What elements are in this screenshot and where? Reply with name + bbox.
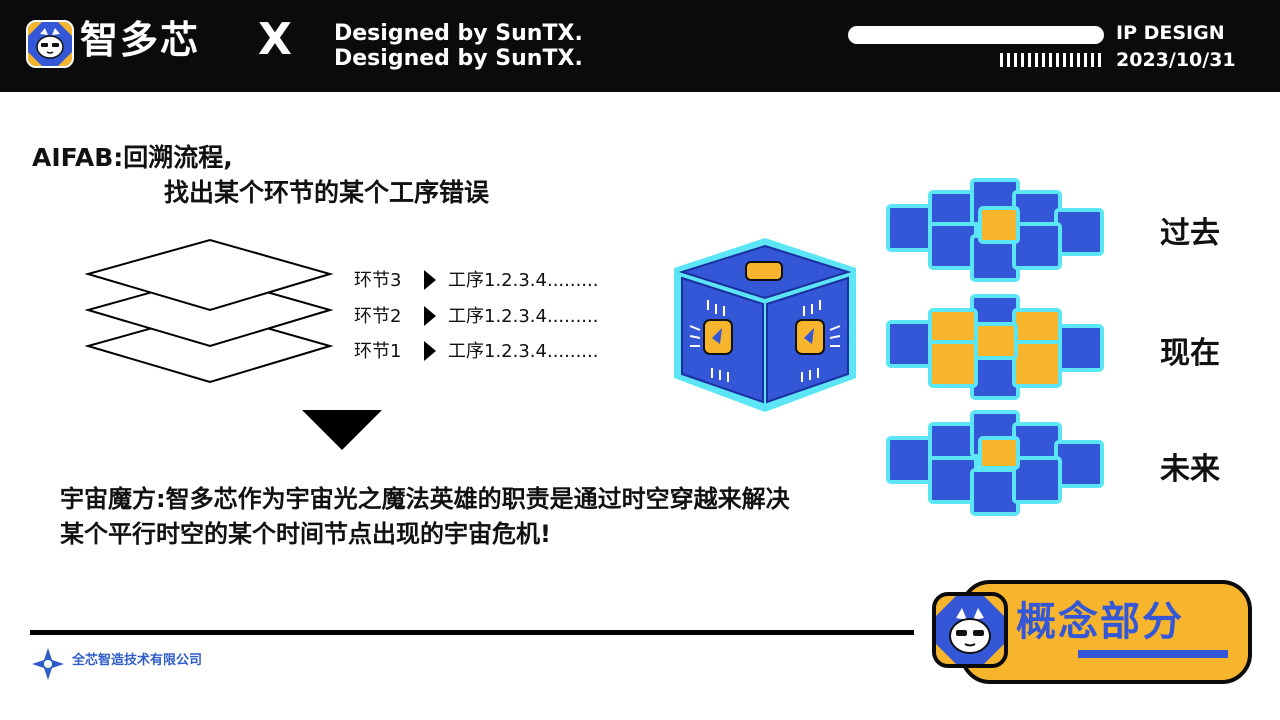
ip-design-label: IP DESIGN (1116, 22, 1225, 44)
arrow-right-icon (424, 270, 436, 290)
layer-3-label: 环节3 (354, 270, 402, 291)
footer-divider (30, 630, 914, 635)
concept-badge-label: 概念部分 (1016, 599, 1184, 645)
mascot-badge-icon (932, 592, 1008, 668)
description-text: 宇宙魔方:智多芯作为宇宙光之魔法英雄的职责是通过时空穿越来解决某个平行时空的某个… (60, 485, 790, 548)
header-decor-ticks (1000, 53, 1104, 67)
layer-1-process: 工序1.2.3.4......... (448, 341, 599, 362)
era-future-label: 未来 (1160, 452, 1220, 487)
designed-by-line-2: Designed by SunTX. (334, 46, 583, 71)
headline-line-2: 找出某个环节的某个工序错误 (164, 178, 490, 207)
brand-x: X (258, 14, 292, 65)
layer-1-label: 环节1 (354, 341, 402, 362)
cube-cluster-present-icon (886, 294, 1104, 400)
cube-cluster-future-icon (886, 410, 1104, 516)
company-name: 全芯智造技术有限公司 (72, 653, 203, 668)
designed-by-line-1: Designed by SunTX. (334, 21, 583, 46)
header-decor-bar (848, 26, 1104, 44)
layer-3-process: 工序1.2.3.4......... (448, 270, 599, 291)
brand-title: 智多芯 (80, 18, 201, 62)
era-past-label: 过去 (1160, 216, 1220, 251)
cube-cluster-past-icon (886, 178, 1104, 282)
date-label: 2023/10/31 (1116, 49, 1236, 71)
concept-badge (960, 580, 1252, 684)
rubik-cube-icon (674, 238, 856, 412)
arrow-right-icon (424, 341, 436, 361)
mascot-logo-icon (26, 20, 74, 68)
company-logo-icon (32, 648, 64, 680)
layer-2-label: 环节2 (354, 306, 402, 327)
era-present-label: 现在 (1160, 336, 1220, 371)
badge-underline (1078, 650, 1228, 658)
header-bar (0, 0, 1280, 92)
arrow-right-icon (424, 306, 436, 326)
down-triangle-icon (302, 410, 382, 450)
headline-line-1: AIFAB:回溯流程, (32, 143, 233, 172)
layer-2-process: 工序1.2.3.4......... (448, 306, 599, 327)
layer-stack-diagram (84, 238, 334, 384)
